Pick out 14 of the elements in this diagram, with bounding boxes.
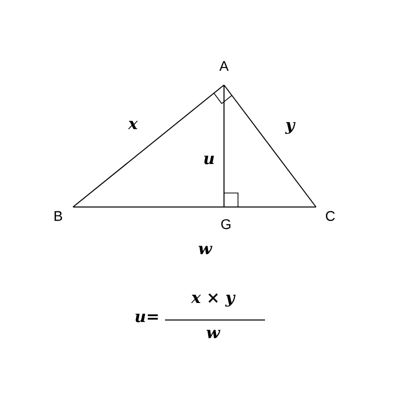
vertex-label: A <box>219 61 229 71</box>
formula-text: w <box>206 330 220 338</box>
vertex-label: G <box>221 219 230 230</box>
formula-text: x × y <box>191 293 236 307</box>
vertex-label: B <box>54 211 62 221</box>
vertex-label: C <box>326 211 335 221</box>
edge-label: u <box>204 156 214 164</box>
edge-label: x <box>128 120 138 130</box>
edge-label: y <box>285 122 296 134</box>
formula-text: u= <box>136 314 158 322</box>
edge-label: w <box>198 246 212 254</box>
line-segment <box>224 84 316 208</box>
line-segment <box>72 84 224 208</box>
line-segment <box>72 206 316 208</box>
